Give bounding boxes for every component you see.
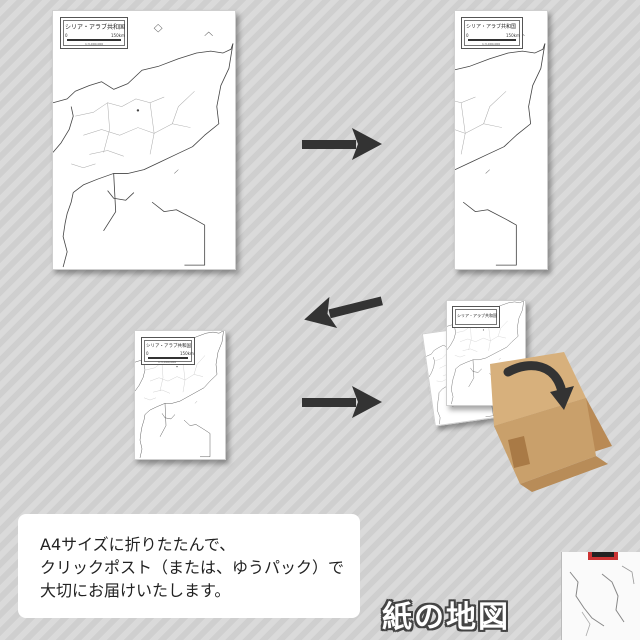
- map-legend: シリア・アラブ共和国: [452, 306, 500, 328]
- map-title: シリア・アラブ共和国: [457, 313, 497, 318]
- shipping-caption: A4サイズに折りたたんで、 クリックポスト（または、ゆうパック）で 大切にお届け…: [18, 514, 360, 618]
- arrow-left-icon: [296, 280, 389, 340]
- scale-end: 150km: [506, 33, 520, 38]
- map-legend: シリア・アラブ共和国 0 150km 1:3,000,000: [60, 17, 128, 49]
- map-legend: シリア・アラブ共和国 0 150km 1:3,000,000: [141, 337, 195, 365]
- arrow-right-icon: [300, 382, 384, 422]
- map-sheet-front: シリア・アラブ共和国: [446, 300, 526, 406]
- envelope-icon: [490, 352, 612, 492]
- map-legend: シリア・アラブ共和国 0 150km 1:3,000,000: [461, 17, 523, 49]
- scale-end: 150km: [111, 33, 125, 38]
- map-title: シリア・アラブ共和国: [146, 344, 191, 349]
- scale-end: 150km: [180, 351, 194, 356]
- caption-line-2: クリックポスト（または、ゆうパック）で: [40, 558, 345, 577]
- scale-ratio: 1:3,000,000: [158, 360, 177, 364]
- scale-bar: [468, 39, 516, 41]
- map-title: シリア・アラブ共和国: [466, 24, 517, 30]
- scale-ratio: 1:3,000,000: [482, 42, 501, 46]
- scale-start: 0: [466, 33, 469, 38]
- packaging-illustration: シリア・アラブ共和国: [420, 298, 620, 494]
- caption-line-3: 大切にお届けいたします。: [40, 581, 231, 600]
- arrow-right-icon: [300, 124, 384, 164]
- map-sheet-original: シリア・アラブ共和国 0 150km 1:3,000,000: [52, 10, 236, 270]
- scale-bar: [148, 357, 188, 359]
- scale-bar: [67, 39, 121, 41]
- scale-start: 0: [65, 33, 68, 38]
- scale-ratio: 1:3,000,000: [85, 42, 104, 46]
- map-sheet-a4: シリア・アラブ共和国 0 150km 1:3,000,000: [134, 330, 226, 460]
- syria-map-drawing: [53, 11, 235, 269]
- syria-map-drawing: [455, 23, 546, 268]
- map-title: シリア・アラブ共和国: [65, 24, 126, 31]
- brand-logo-text: 紙の地図: [382, 600, 510, 635]
- scale-start: 0: [146, 351, 149, 356]
- caption-line-1: A4サイズに折りたたんで、: [40, 535, 236, 554]
- product-thumbnail: [561, 552, 640, 640]
- japan-map-thumbnail: [562, 552, 640, 640]
- map-sheet-folded-half: シリア・アラブ共和国 0 150km 1:3,000,000: [454, 10, 548, 270]
